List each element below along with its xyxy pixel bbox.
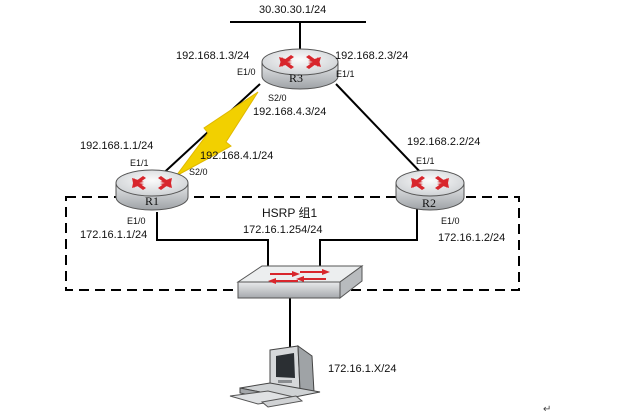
switch-icon	[236, 265, 364, 300]
r1-e1-1-port-label: E1/1	[130, 158, 149, 168]
serial-link-bolt	[175, 91, 259, 177]
router-r2-icon	[395, 169, 465, 211]
r3-e1-1-port-label: E1/1	[336, 69, 355, 79]
r2-name-label: R2	[422, 196, 437, 210]
r1-s2-0-ip-label: 192.168.4.1/24	[200, 150, 274, 162]
r2-e1-1-ip-label: 192.168.2.2/24	[407, 136, 481, 148]
r3-s2-0-port-label: S2/0	[268, 93, 287, 103]
link-r1-switch	[156, 212, 269, 266]
r1-e1-0-ip-label: 172.16.1.1/24	[80, 229, 148, 241]
r3-s2-0-ip-label: 192.168.4.3/24	[253, 106, 327, 118]
top-network-label: 30.30.30.1/24	[259, 4, 327, 16]
r3-e1-0-port-label: E1/0	[237, 67, 256, 77]
hsrp-group-label: HSRP 组1	[262, 206, 318, 220]
host-pc-icon	[229, 344, 321, 408]
hsrp-virtual-ip-label: 172.16.1.254/24	[243, 224, 323, 236]
router-r1-icon	[115, 169, 189, 211]
r1-e1-1-ip-label: 192.168.1.1/24	[80, 140, 154, 152]
host-ip-label: 172.16.1.X/24	[328, 363, 397, 375]
r2-e1-1-port-label: E1/1	[416, 156, 435, 166]
r2-e1-0-port-label: E1/0	[441, 216, 460, 226]
r3-name-label: R3	[289, 71, 304, 85]
r3-e1-0-ip-label: 192.168.1.3/24	[176, 50, 250, 62]
r1-s2-0-port-label: S2/0	[189, 167, 208, 177]
r2-e1-0-ip-label: 172.16.1.2/24	[438, 232, 506, 244]
router-r3-icon	[261, 48, 339, 90]
r3-e1-1-ip-label: 192.168.2.3/24	[335, 50, 409, 62]
paragraph-mark: ↵	[543, 404, 552, 415]
r1-e1-0-port-label: E1/0	[127, 216, 146, 226]
r1-name-label: R1	[145, 194, 160, 208]
link-r2-switch	[319, 206, 418, 266]
link-r3-r2	[335, 83, 425, 177]
